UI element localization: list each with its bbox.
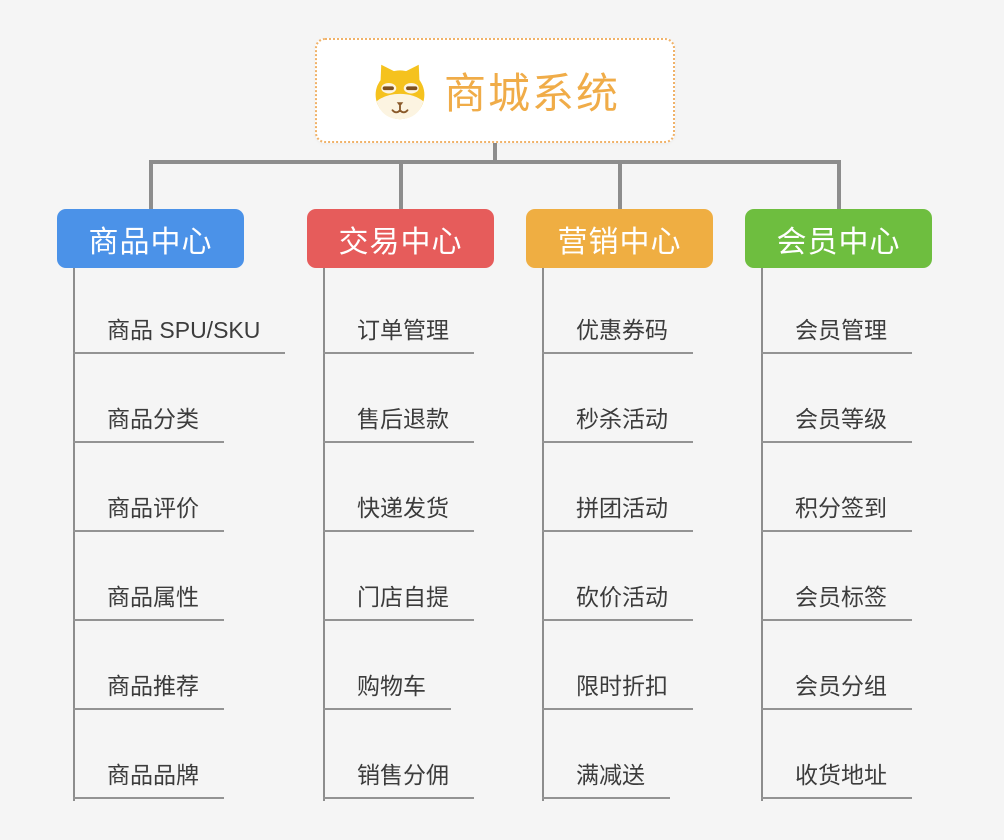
connector-drop-line — [618, 160, 622, 209]
leaf-node[interactable]: 售后退款 — [323, 403, 474, 443]
leaf-node[interactable]: 拼团活动 — [542, 492, 693, 532]
category-node[interactable]: 商品中心 — [57, 209, 244, 268]
branch-2: 交易中心订单管理售后退款快递发货门店自提购物车销售分佣 — [307, 209, 557, 809]
branch-trunk-line — [323, 268, 325, 801]
leaf-node[interactable]: 商品 SPU/SKU — [73, 314, 286, 354]
leaf-node[interactable]: 秒杀活动 — [542, 403, 693, 443]
branch-1: 商品中心商品 SPU/SKU 商品分类商品评价商品属性商品推荐商品品牌 — [57, 209, 307, 809]
category-node[interactable]: 交易中心 — [307, 209, 494, 268]
branch-trunk-line — [761, 268, 763, 801]
root-node[interactable]: 商城系统 — [315, 38, 675, 143]
leaf-node[interactable]: 满减送 — [542, 759, 670, 799]
leaf-node[interactable]: 会员标签 — [761, 581, 912, 621]
leaf-node[interactable]: 砍价活动 — [542, 581, 693, 621]
leaf-node[interactable]: 销售分佣 — [323, 759, 474, 799]
connector-drop-line — [837, 160, 841, 209]
branch-trunk-line — [542, 268, 544, 801]
branch-4: 会员中心会员管理会员等级积分签到会员标签会员分组收货地址 — [745, 209, 995, 809]
leaf-node[interactable]: 会员分组 — [761, 670, 912, 710]
leaf-node[interactable]: 商品评价 — [73, 492, 224, 532]
connector-drop-line — [399, 160, 403, 209]
leaf-node[interactable]: 商品属性 — [73, 581, 224, 621]
leaf-node[interactable]: 积分签到 — [761, 492, 912, 532]
leaf-node[interactable]: 门店自提 — [323, 581, 474, 621]
root-connector-line — [493, 143, 497, 164]
leaf-node[interactable]: 快递发货 — [323, 492, 474, 532]
leaf-node[interactable]: 商品品牌 — [73, 759, 224, 799]
leaf-node[interactable]: 优惠券码 — [542, 314, 693, 354]
leaf-node[interactable]: 收货地址 — [761, 759, 912, 799]
connector-bus-line — [149, 160, 840, 164]
leaf-node[interactable]: 会员管理 — [761, 314, 912, 354]
leaf-node[interactable]: 商品分类 — [73, 403, 224, 443]
shiba-dog-icon — [370, 61, 430, 121]
leaf-node[interactable]: 限时折扣 — [542, 670, 693, 710]
connector-drop-line — [149, 160, 153, 209]
leaf-node[interactable]: 会员等级 — [761, 403, 912, 443]
branch-3: 营销中心优惠券码秒杀活动拼团活动砍价活动限时折扣满减送 — [526, 209, 776, 809]
category-node[interactable]: 会员中心 — [745, 209, 932, 268]
leaf-node[interactable]: 购物车 — [323, 670, 451, 710]
leaf-node[interactable]: 订单管理 — [323, 314, 474, 354]
root-title: 商城系统 — [443, 70, 620, 117]
branch-trunk-line — [73, 268, 75, 801]
leaf-node[interactable]: 商品推荐 — [73, 670, 224, 710]
category-node[interactable]: 营销中心 — [526, 209, 713, 268]
